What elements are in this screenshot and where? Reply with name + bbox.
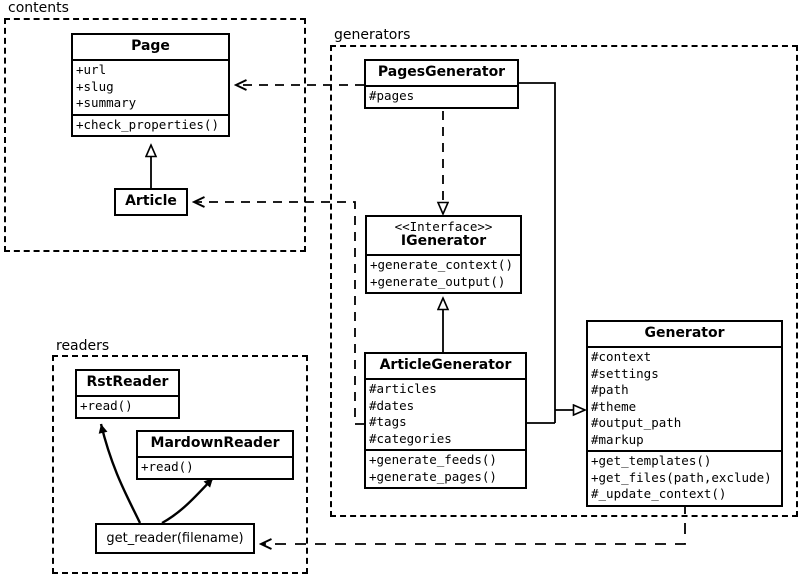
class-member: +check_properties() [76, 116, 219, 132]
class-member: +read() [80, 398, 133, 413]
package-contents [4, 18, 306, 252]
class-member: #articles [369, 381, 437, 396]
class-member: #dates [369, 397, 415, 413]
class-mardown-reader-title: MardownReader [150, 435, 280, 451]
class-page-title: Page [131, 38, 170, 54]
class-article[interactable]: Article [114, 188, 188, 216]
class-mardown-reader[interactable]: MardownReader +read() [136, 430, 294, 480]
class-article-generator-title: ArticleGenerator [379, 357, 512, 373]
package-readers [52, 355, 308, 574]
class-igenerator-operations: +generate_context() +generate_output() [367, 254, 520, 292]
function-get-reader-label: get_reader(filename) [106, 531, 244, 546]
class-article-generator-operations: +generate_feeds() +generate_pages() [366, 449, 525, 487]
class-member: +get_files(path,exclude) [591, 469, 772, 485]
class-member: +generate_context() [370, 257, 513, 272]
class-generator-operations: +get_templates() +get_files(path,exclude… [588, 450, 781, 505]
class-member: +generate_pages() [369, 468, 497, 484]
class-igenerator-stereotype: <<Interface>> [394, 219, 493, 234]
class-pages-generator-title: PagesGenerator [377, 64, 506, 80]
class-member: +summary [76, 95, 137, 110]
class-page-attributes: +url +slug +summary [73, 59, 228, 114]
package-contents-label: contents [6, 0, 71, 16]
class-generator-attributes: #context #settings #path #theme #output_… [588, 346, 781, 450]
class-member: #output_path [591, 415, 682, 430]
class-page[interactable]: Page +url +slug +summary +check_properti… [71, 33, 230, 137]
class-member: +generate_output() [370, 273, 506, 289]
class-member: #settings [591, 365, 659, 381]
class-article-generator[interactable]: ArticleGenerator #articles #dates #tags … [364, 352, 527, 489]
class-member: #_update_context() [591, 486, 727, 501]
class-member: +url [76, 62, 107, 77]
class-member: +get_templates() [591, 453, 712, 468]
class-member: +read() [141, 459, 194, 474]
class-pages-generator[interactable]: PagesGenerator #pages [364, 59, 519, 109]
class-member: +generate_feeds() [369, 452, 497, 467]
class-generator-title: Generator [644, 325, 725, 341]
class-article-title: Article [125, 193, 177, 209]
class-igenerator-title: IGenerator [400, 233, 487, 249]
class-pages-generator-attributes: #pages [366, 85, 517, 107]
package-generators-label: generators [332, 27, 413, 43]
class-member: #tags [369, 414, 407, 429]
class-igenerator-header: <<Interface>> IGenerator [367, 217, 520, 254]
package-readers-label: readers [54, 338, 112, 354]
function-get-reader[interactable]: get_reader(filename) [95, 523, 255, 554]
class-igenerator[interactable]: <<Interface>> IGenerator +generate_conte… [365, 215, 522, 294]
class-member: +slug [76, 78, 114, 94]
class-mardown-reader-operations: +read() [138, 456, 292, 478]
class-page-operations: +check_properties() [73, 113, 228, 136]
class-member: #markup [591, 431, 644, 447]
class-generator[interactable]: Generator #context #settings #path #them… [586, 320, 783, 507]
class-member: #context [591, 349, 652, 364]
class-rst-reader-title: RstReader [86, 374, 169, 390]
class-member: #theme [591, 398, 637, 414]
class-rst-reader-operations: +read() [77, 395, 178, 417]
class-article-generator-attributes: #articles #dates #tags #categories [366, 378, 525, 449]
class-member: #categories [369, 430, 452, 446]
class-member: #pages [369, 88, 415, 103]
class-member: #path [591, 382, 629, 397]
class-rst-reader[interactable]: RstReader +read() [75, 369, 180, 419]
